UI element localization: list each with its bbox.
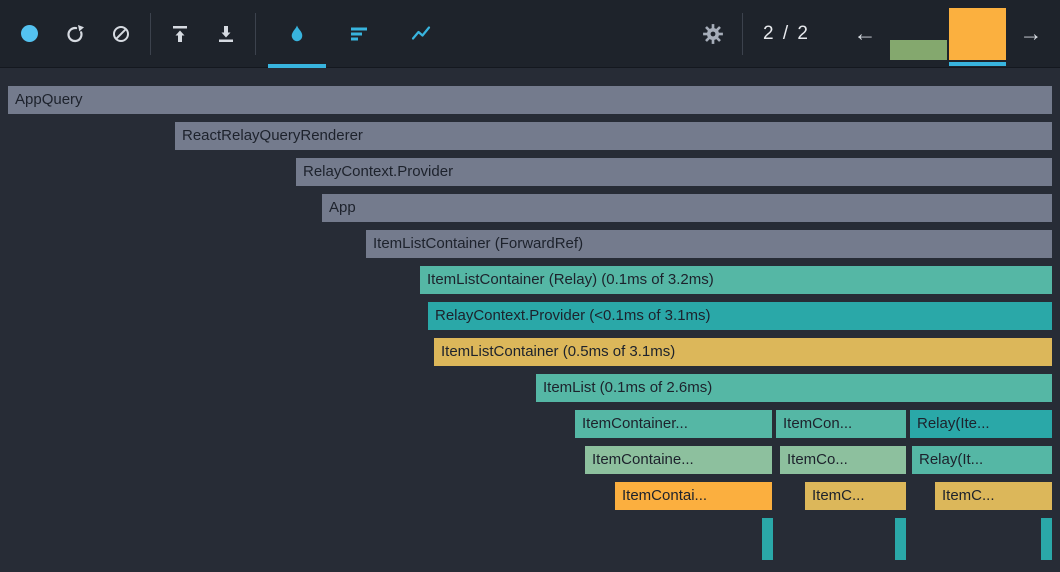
commit-selector [890,0,1006,68]
upload-icon [173,25,187,42]
clear-icon [113,25,129,42]
flame-bar[interactable]: ItemList (0.1ms of 2.6ms) [536,374,1052,402]
commit-snapshot-2[interactable] [949,2,1006,68]
flame-bar[interactable]: RelayContext.Provider (<0.1ms of 3.1ms) [428,302,1052,330]
flame-bar[interactable]: ItemContainer... [575,410,772,438]
flame-bar-clipped[interactable] [895,518,906,560]
flame-bar[interactable]: ItemListContainer (ForwardRef) [366,230,1052,258]
reload-icon [67,24,84,42]
flame-bar[interactable]: Relay(It... [912,446,1052,474]
flame-bar-clipped[interactable] [762,518,773,560]
flame-bar[interactable]: ItemListContainer (Relay) (0.1ms of 3.2m… [420,266,1052,294]
line-chart-icon [411,25,431,40]
load-profile-button[interactable] [161,0,199,68]
save-profile-button[interactable] [207,0,245,68]
tab-flamegraph[interactable] [266,0,328,68]
commit-snapshot-bar [949,7,1006,60]
toolbar-separator [255,12,256,55]
commit-snapshot-1[interactable] [890,2,947,68]
settings-button[interactable] [694,0,732,68]
record-button[interactable] [10,0,48,68]
commit-snapshot-bar [890,39,947,60]
record-icon [20,25,38,42]
flame-bar[interactable]: ReactRelayQueryRenderer [175,122,1052,150]
flame-icon [291,25,303,41]
flame-bar[interactable]: ItemC... [935,482,1052,510]
flame-bar[interactable]: App [322,194,1052,222]
tab-ranked[interactable] [328,0,390,68]
flame-bar[interactable]: ItemCo... [780,446,906,474]
left-arrow-icon: ← [853,20,877,46]
right-arrow-icon: → [1019,20,1043,46]
next-commit-button[interactable]: → [1012,0,1050,68]
prev-commit-button[interactable]: ← [846,0,884,68]
flame-bar-clipped[interactable] [1041,518,1052,560]
flame-bar[interactable]: ItemContaine... [585,446,772,474]
tab-interactions[interactable] [390,0,452,68]
flame-bar[interactable]: RelayContext.Provider [296,158,1052,186]
profiler-toolbar: 2 / 2 ← → [0,0,1060,68]
toolbar-separator [150,12,151,55]
clear-profile-button[interactable] [102,0,140,68]
flame-bar[interactable]: ItemC... [805,482,906,510]
flame-bar[interactable]: Relay(Ite... [910,410,1052,438]
download-icon [219,25,233,42]
flame-bar[interactable]: ItemCon... [776,410,906,438]
flame-bar[interactable]: AppQuery [8,86,1052,114]
toolbar-separator [742,12,744,55]
flame-bar[interactable]: ItemContai... [615,482,772,510]
commit-index: 2 / 2 [763,22,810,44]
ranked-chart-icon [351,27,367,40]
gear-icon [703,23,723,44]
flame-bar[interactable]: ItemListContainer (0.5ms of 3.1ms) [434,338,1052,366]
reload-and-profile-button[interactable] [56,0,94,68]
